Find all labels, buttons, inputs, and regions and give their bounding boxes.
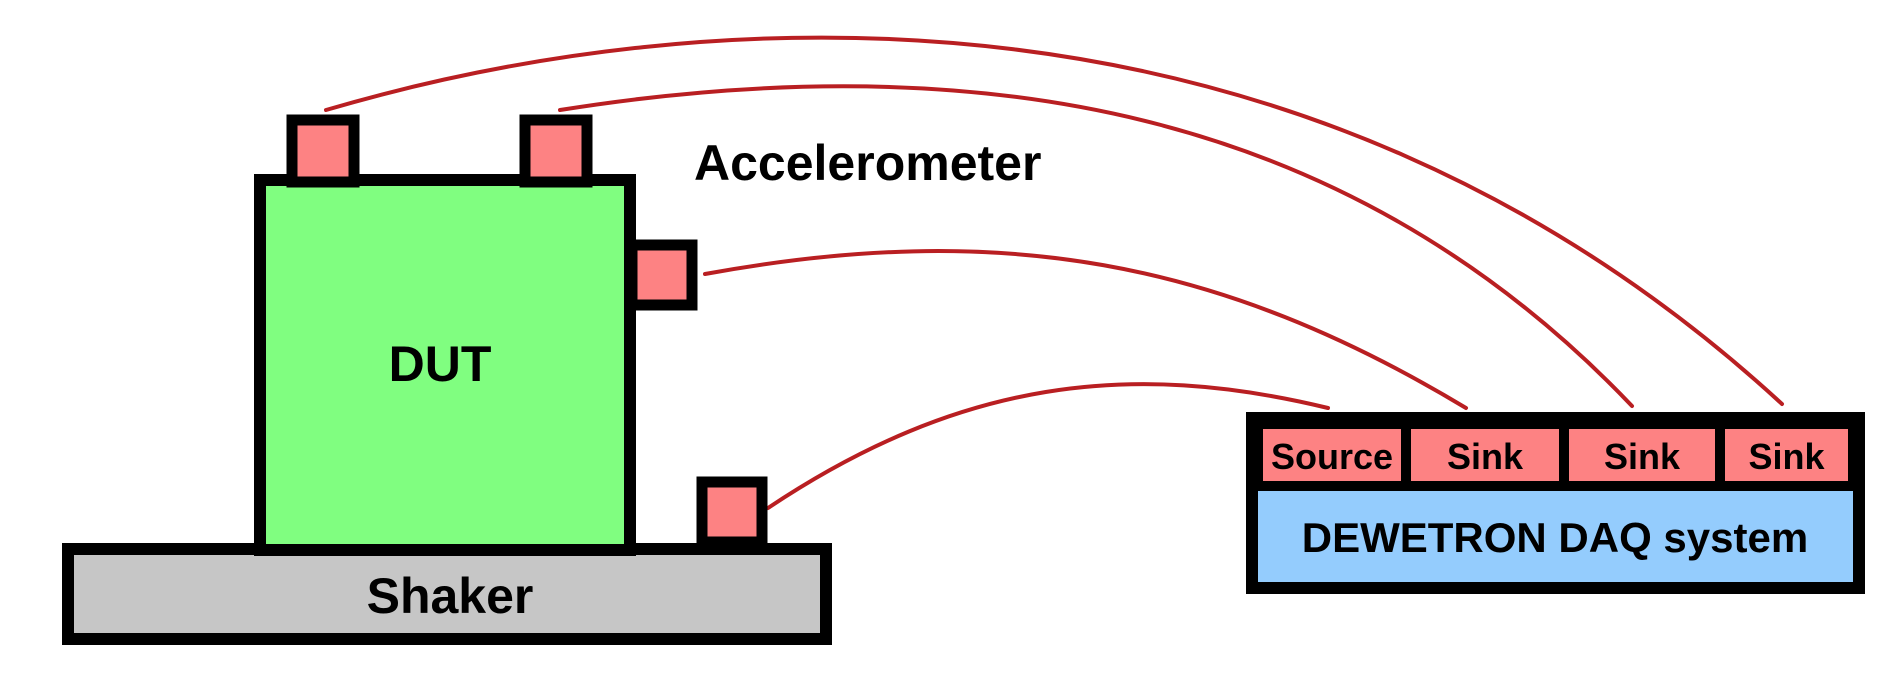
daq-channel-2-label: Sink <box>1447 436 1524 477</box>
daq-channels: Source Sink Sink Sink <box>1253 419 1858 491</box>
accelerometer-reference <box>696 476 768 548</box>
daq-channel-1-label: Source <box>1271 436 1393 477</box>
daq-channel-4-box <box>1715 419 1858 491</box>
cable-side-sensor <box>703 249 1468 410</box>
daq-label: DEWETRON DAQ system <box>1302 514 1808 561</box>
accelerometer-top-right <box>519 114 593 188</box>
dut-body <box>254 174 636 556</box>
daq-channel-3-label: Sink <box>1604 436 1681 477</box>
cable-top-right-sensor <box>558 84 1634 408</box>
accelerometer-side <box>626 239 698 311</box>
daq-channel-4-label: Sink <box>1748 436 1825 477</box>
cable-reference-sensor <box>766 382 1330 510</box>
dut: DUT <box>254 174 636 556</box>
accelerometer-top-left <box>286 114 360 188</box>
cable-top-left-sensor <box>324 35 1784 406</box>
cables <box>324 35 1784 510</box>
accelerometer-label: Accelerometer <box>694 135 1041 191</box>
shaker-body <box>62 543 832 645</box>
shaker: Shaker <box>62 543 832 645</box>
daq-system: Source Sink Sink Sink DEWETRON DAQ system <box>1246 412 1865 594</box>
dut-label: DUT <box>389 336 492 392</box>
accelerometers: Accelerometer <box>286 114 1041 548</box>
shaker-label: Shaker <box>367 568 534 624</box>
